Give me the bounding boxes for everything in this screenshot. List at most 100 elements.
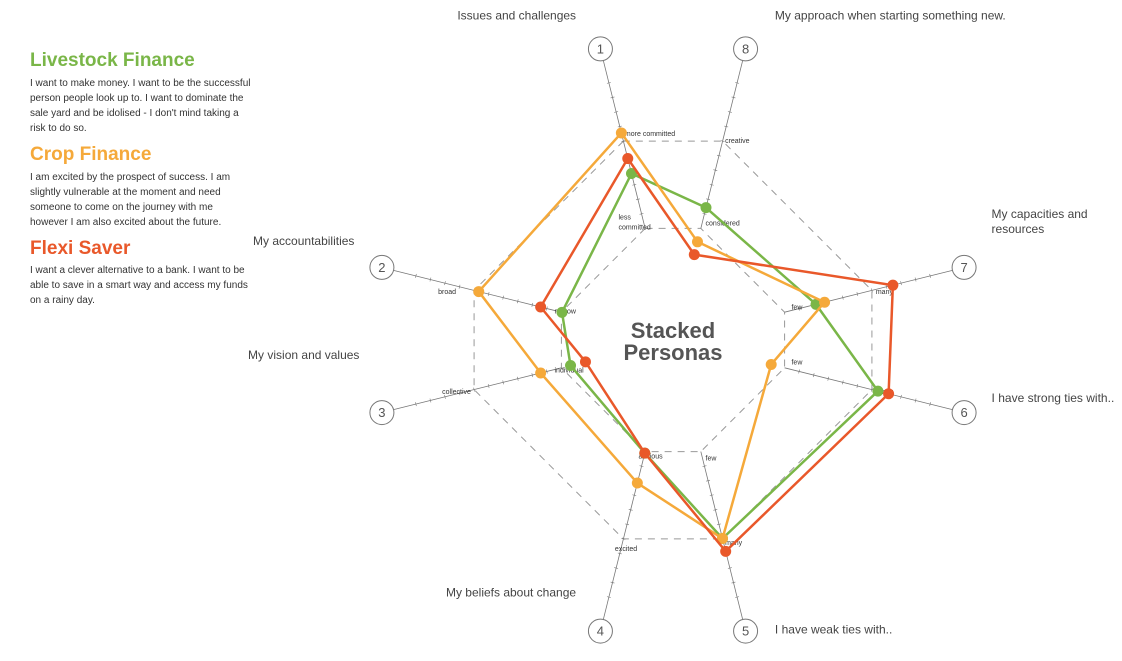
data-point (556, 306, 568, 318)
persona-description: I want to make money. I want to be the s… (30, 77, 251, 134)
axis-inner-label: less committed (618, 215, 650, 232)
axis-inner-label: individual (555, 368, 585, 375)
axis-tick (724, 125, 729, 128)
data-point (473, 286, 485, 298)
axis-title: I have strong ties with.. (992, 391, 1115, 405)
axis-number-circle (951, 254, 977, 280)
data-point (622, 153, 634, 165)
persona-legend: Livestock Finance I want to make money. … (30, 50, 252, 316)
axis-tick (709, 494, 714, 497)
data-point (887, 279, 899, 291)
axis-tick (621, 538, 626, 540)
data-point (535, 301, 547, 313)
data-point (700, 202, 712, 214)
axis-tick (812, 373, 815, 378)
axis-title: My vision and values (248, 348, 359, 362)
axis-tick (929, 402, 931, 407)
axis-inner-label: anxious (638, 453, 663, 460)
axis-tick (610, 581, 615, 584)
axis-tick (709, 183, 714, 186)
axis-outer-label: broad (438, 289, 456, 296)
axis-title-line: resources (992, 222, 1045, 236)
axis-tick (871, 288, 873, 293)
axis-tick (639, 465, 644, 467)
data-point (688, 249, 700, 261)
axis-tick (429, 398, 432, 403)
persona-description: I want a clever alternative to a bank. I… (30, 265, 248, 307)
axis-tick (856, 383, 859, 388)
axis-number: 5 (742, 624, 749, 639)
axis-number-circle (587, 618, 613, 644)
axis-tick (487, 292, 490, 297)
axis-tick (914, 398, 917, 403)
axis-tick (502, 295, 504, 300)
axis-tick (444, 281, 446, 286)
data-point (579, 356, 591, 368)
data-point (625, 167, 637, 179)
axis-number-circle (733, 618, 759, 644)
axis-tick (502, 380, 504, 385)
axis-title: Issues and challenges (457, 8, 576, 22)
data-point (565, 360, 577, 372)
axis-tick (842, 380, 844, 385)
axis-tick (516, 376, 519, 381)
axis-tick (731, 581, 736, 584)
axis-inner-label-line: committed (618, 225, 650, 232)
axis-title-line: My accountabilities (253, 234, 354, 248)
axis-tick (856, 292, 859, 297)
axis-line (602, 60, 646, 229)
axis-tick (487, 383, 490, 388)
axis-outer-label: creative (725, 138, 750, 145)
axis-tick (473, 387, 475, 392)
persona-title: Flexi Saver (30, 237, 131, 259)
axis-tick (798, 369, 800, 374)
axis-title: I have weak ties with.. (775, 623, 892, 637)
axis-tick (706, 479, 711, 482)
axis-tick (546, 306, 548, 311)
data-point (819, 296, 831, 308)
axis-tick (621, 140, 626, 142)
axis-tick (458, 284, 461, 289)
axis-tick (720, 140, 725, 142)
persona-description: I am excited by the prospect of success.… (30, 171, 231, 228)
persona-crop-finance: Crop Finance I am excited by the prospec… (30, 144, 252, 230)
axis-tick (639, 213, 644, 215)
persona-livestock-finance: Livestock Finance I want to make money. … (30, 50, 252, 136)
axis-line (784, 367, 953, 411)
persona-flexi-saver: Flexi Saver I want a clever alternative … (30, 238, 252, 309)
axis-tick (617, 552, 622, 555)
data-point (716, 533, 728, 545)
axis-tick (458, 391, 461, 396)
data-point (883, 388, 895, 400)
axis-number: 2 (378, 260, 385, 275)
axis-tick (716, 154, 721, 157)
axis-line (784, 269, 953, 313)
axis-tick (827, 376, 830, 381)
axis-tick (706, 198, 711, 201)
axis-tick (713, 169, 718, 171)
axis-tick (415, 402, 417, 407)
axis-inner-label: few (706, 455, 718, 462)
axis-tick (625, 523, 630, 526)
axis-tick (429, 277, 432, 282)
axis-tick (614, 111, 619, 113)
axis-tick (702, 465, 707, 467)
axis-title-line: I have weak ties with.. (775, 623, 892, 637)
axis-tick (735, 596, 740, 598)
axis-tick (702, 213, 707, 215)
data-point (535, 367, 547, 379)
persona-title: Crop Finance (30, 143, 152, 165)
axis-tick (632, 494, 637, 497)
axis-inner-label: few (791, 304, 803, 311)
axis-tick (798, 306, 800, 311)
axis-tick (610, 96, 615, 99)
axis-tick (885, 284, 888, 289)
axis-tick (900, 281, 902, 286)
axis-inner-label-line: less (618, 215, 631, 222)
axis-line (393, 367, 562, 411)
axis-tick (444, 394, 446, 399)
axis-number-circle (587, 36, 613, 62)
axis-tick (727, 111, 732, 113)
